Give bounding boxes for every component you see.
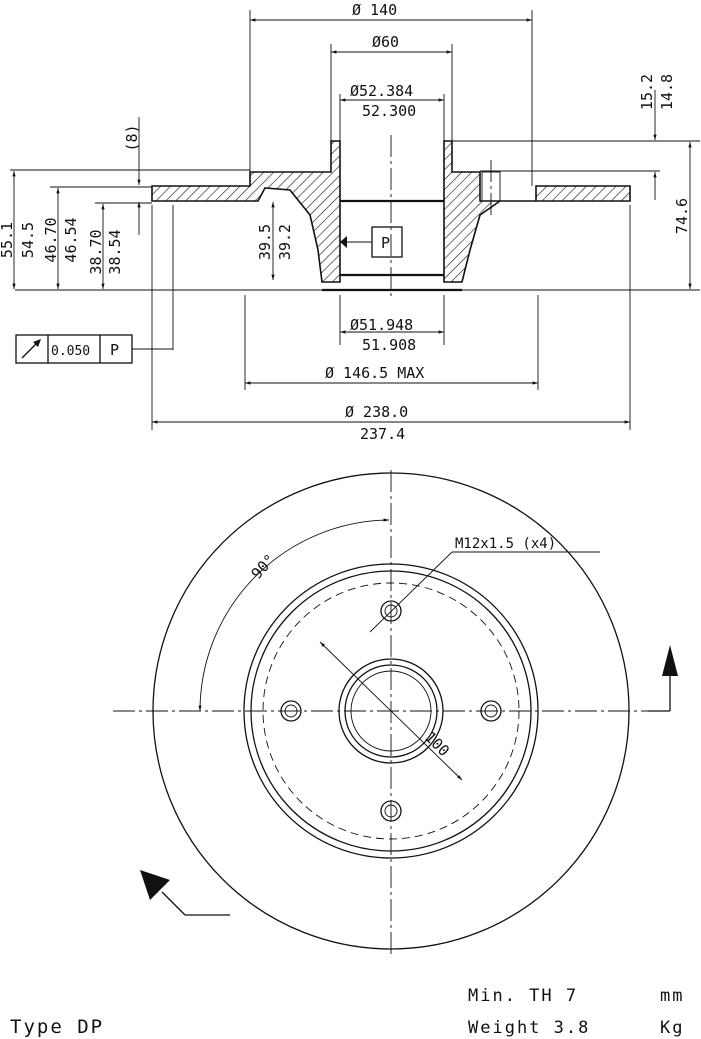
datum-label: P: [381, 234, 390, 252]
dim-thickness-ref: (8): [123, 124, 141, 151]
pcd-label: 100: [421, 728, 453, 760]
dim-60: Ø60: [372, 33, 399, 51]
dim-15-min: 14.8: [658, 74, 676, 110]
dim-38-min: 38.54: [106, 229, 124, 274]
runout-arrow-icon: [21, 339, 41, 359]
section-arrow-left: [140, 870, 230, 916]
dim-140: Ø 140: [352, 1, 397, 19]
dim-46-max: 46.70: [42, 217, 60, 262]
weight-unit: Kg: [660, 1018, 684, 1038]
dim-bottom-bore-max: Ø51.948: [350, 316, 413, 334]
dim-55-min: 54.5: [19, 222, 37, 258]
disc-section-right: [443, 140, 631, 283]
dim-15-max: 15.2: [638, 74, 656, 110]
disc-section-left: [151, 140, 341, 283]
dim-bore-min: 52.300: [362, 102, 416, 120]
section-arrow-right: [648, 645, 678, 712]
runout-value: 0.050: [51, 344, 90, 359]
dim-46-min: 46.54: [62, 217, 80, 262]
min-thickness: Min. TH 7: [468, 986, 578, 1006]
dim-bottom-bore-min: 51.908: [362, 336, 416, 354]
dim-39-min: 39.2: [276, 224, 294, 260]
dim-146-max: Ø 146.5 MAX: [325, 364, 424, 382]
dim-total-height: 74.6: [673, 198, 691, 234]
dim-237: 237.4: [360, 425, 405, 443]
weight: Weight 3.8: [468, 1018, 590, 1038]
min-thickness-unit: mm: [660, 986, 684, 1006]
runout-datum: P: [110, 341, 119, 359]
dim-38-max: 38.70: [87, 229, 105, 274]
runout-tolerance-frame: 0.050 P: [15, 334, 173, 364]
disc-type: Type DP: [10, 1016, 104, 1038]
plan-view: 90° 100 M12x1.5 (x4): [113, 470, 678, 955]
dim-55-max: 55.1: [0, 222, 16, 258]
dim-bore-max: Ø52.384: [350, 82, 413, 100]
dim-238: Ø 238.0: [345, 403, 408, 421]
dim-39-max: 39.5: [256, 224, 274, 260]
section-view: Ø 140 Ø60 Ø52.384 52.300 Ø51.948 51.908 …: [0, 1, 700, 443]
datum-box: [371, 226, 403, 258]
angle-label: 90°: [248, 550, 280, 582]
thread-label: M12x1.5 (x4): [455, 536, 556, 552]
